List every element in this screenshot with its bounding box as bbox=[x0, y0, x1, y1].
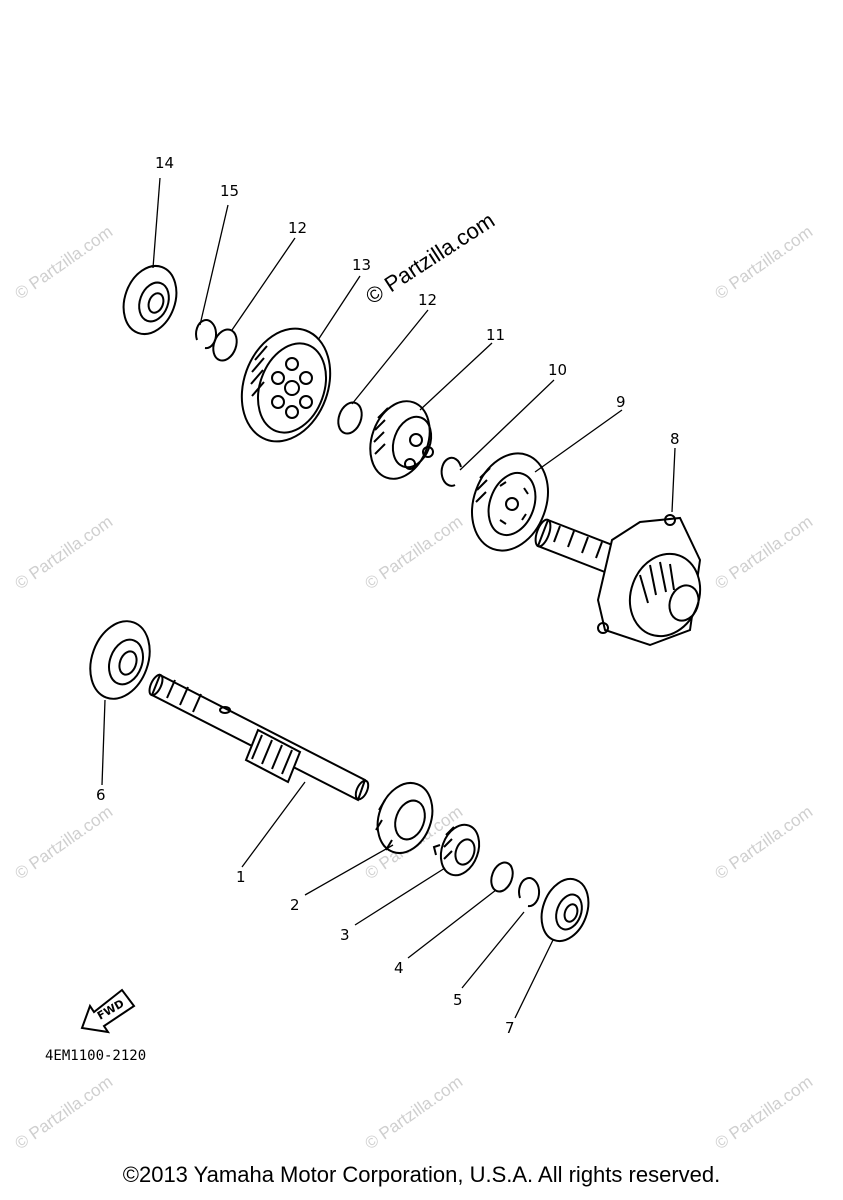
part-12-washer bbox=[337, 401, 363, 435]
part-1-main-shaft bbox=[148, 673, 370, 802]
part-7-bearing bbox=[540, 878, 590, 942]
callout-6: 6 bbox=[96, 786, 106, 804]
part-11-gear bbox=[369, 400, 434, 480]
watermark: © Partzilla.com bbox=[361, 1072, 466, 1153]
watermark: © Partzilla.com bbox=[11, 512, 116, 593]
part-8-shaft-housing bbox=[534, 514, 702, 647]
callout-7: 7 bbox=[505, 1019, 515, 1037]
callout-3: 3 bbox=[340, 926, 350, 944]
callout-1: 1 bbox=[236, 868, 246, 886]
part-3-gear bbox=[432, 823, 481, 877]
watermark: © Partzilla.com bbox=[11, 1072, 116, 1153]
watermark: © Partzilla.com bbox=[711, 802, 816, 883]
callout-14: 15 bbox=[220, 182, 239, 200]
callout-8: 8 bbox=[670, 430, 680, 448]
copyright-notice: ©2013 Yamaha Motor Corporation, U.S.A. A… bbox=[122, 1162, 721, 1187]
callout-12-middle: 12 bbox=[418, 291, 437, 309]
part-5-circlip bbox=[518, 877, 541, 908]
callout-labels: 14 15 12 13 12 11 10 9 8 6 1 2 3 4 5 7 bbox=[96, 154, 680, 1037]
callout-10: 10 bbox=[548, 361, 567, 379]
part-12-washer bbox=[212, 328, 238, 362]
leader-lines bbox=[101, 177, 676, 1019]
watermark: © Partzilla.com bbox=[11, 802, 116, 883]
callout-9: 9 bbox=[616, 393, 626, 411]
part-4-washer bbox=[490, 861, 514, 893]
watermark: © Partzilla.com bbox=[711, 222, 816, 303]
callout-5: 5 bbox=[453, 991, 463, 1009]
callout-15: 14 bbox=[155, 154, 174, 172]
drawing-code: 4EM1100-2120 bbox=[45, 1048, 146, 1064]
part-6-bearing bbox=[89, 620, 151, 700]
callout-13: 13 bbox=[352, 256, 371, 274]
part-15-bearing bbox=[122, 265, 178, 335]
fwd-arrow-icon: FWD bbox=[80, 988, 136, 1034]
callout-11: 11 bbox=[486, 326, 505, 344]
callout-4: 4 bbox=[394, 959, 404, 977]
watermark: © Partzilla.com bbox=[361, 512, 466, 593]
part-10-circlip bbox=[440, 456, 462, 487]
watermark: © Partzilla.com bbox=[11, 222, 116, 303]
part-9-gear bbox=[471, 452, 549, 552]
part-14-circlip bbox=[195, 319, 218, 350]
part-13-gear bbox=[240, 327, 332, 443]
watermark: © Partzilla.com bbox=[711, 512, 816, 593]
callout-2: 2 bbox=[290, 896, 300, 914]
watermark: © Partzilla.com bbox=[711, 1072, 816, 1153]
part-2-clutch-dog bbox=[375, 782, 434, 854]
callout-12-upper: 12 bbox=[288, 219, 307, 237]
